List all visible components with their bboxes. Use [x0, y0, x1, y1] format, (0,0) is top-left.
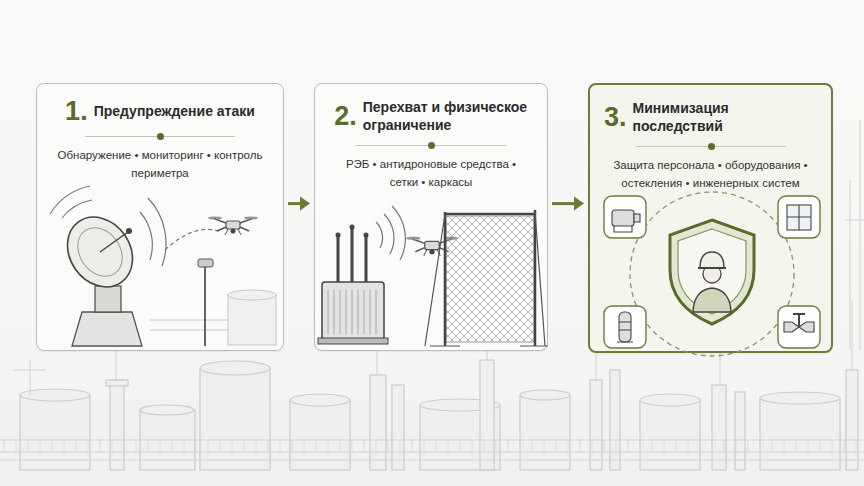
heading-divider	[636, 143, 786, 150]
plant-silhouette	[0, 360, 864, 486]
card-heading: 3.Минимизация последствий	[604, 99, 817, 135]
step-title: Минимизация последствий	[633, 99, 817, 135]
card-heading: 1. Предупреждение атаки	[51, 98, 269, 125]
stage-card: 2.Перехват и физическое ограничениеРЭБ •…	[314, 83, 548, 351]
stage-card: 1. Предупреждение атакиОбнаружение • мони…	[36, 83, 284, 351]
step-number: 3.	[604, 104, 627, 131]
heading-divider	[85, 133, 235, 140]
heading-divider	[356, 142, 506, 149]
rail-hatching	[4, 440, 856, 452]
step-description: РЭБ • антидроновые средства • сетки • ка…	[336, 156, 526, 192]
step-number: 1.	[65, 98, 88, 125]
flow-arrow	[288, 197, 310, 211]
card1-illustration	[50, 186, 276, 346]
step-title: Перехват и физическое ограничение	[363, 98, 528, 134]
card2-illustration	[318, 206, 548, 346]
card-heading: 2.Перехват и физическое ограничение	[329, 98, 533, 134]
step-description: Защита персонала • оборудования • остекл…	[608, 157, 813, 193]
flow-arrow	[552, 197, 584, 211]
stage-card: 3.Минимизация последствийЗащита персонал…	[588, 83, 833, 353]
card3-illustration	[604, 192, 820, 356]
step-title: Предупреждение атаки	[94, 102, 255, 120]
step-description: Обнаружение • мониторинг • контроль пери…	[58, 147, 263, 183]
step-number: 2.	[334, 103, 357, 130]
